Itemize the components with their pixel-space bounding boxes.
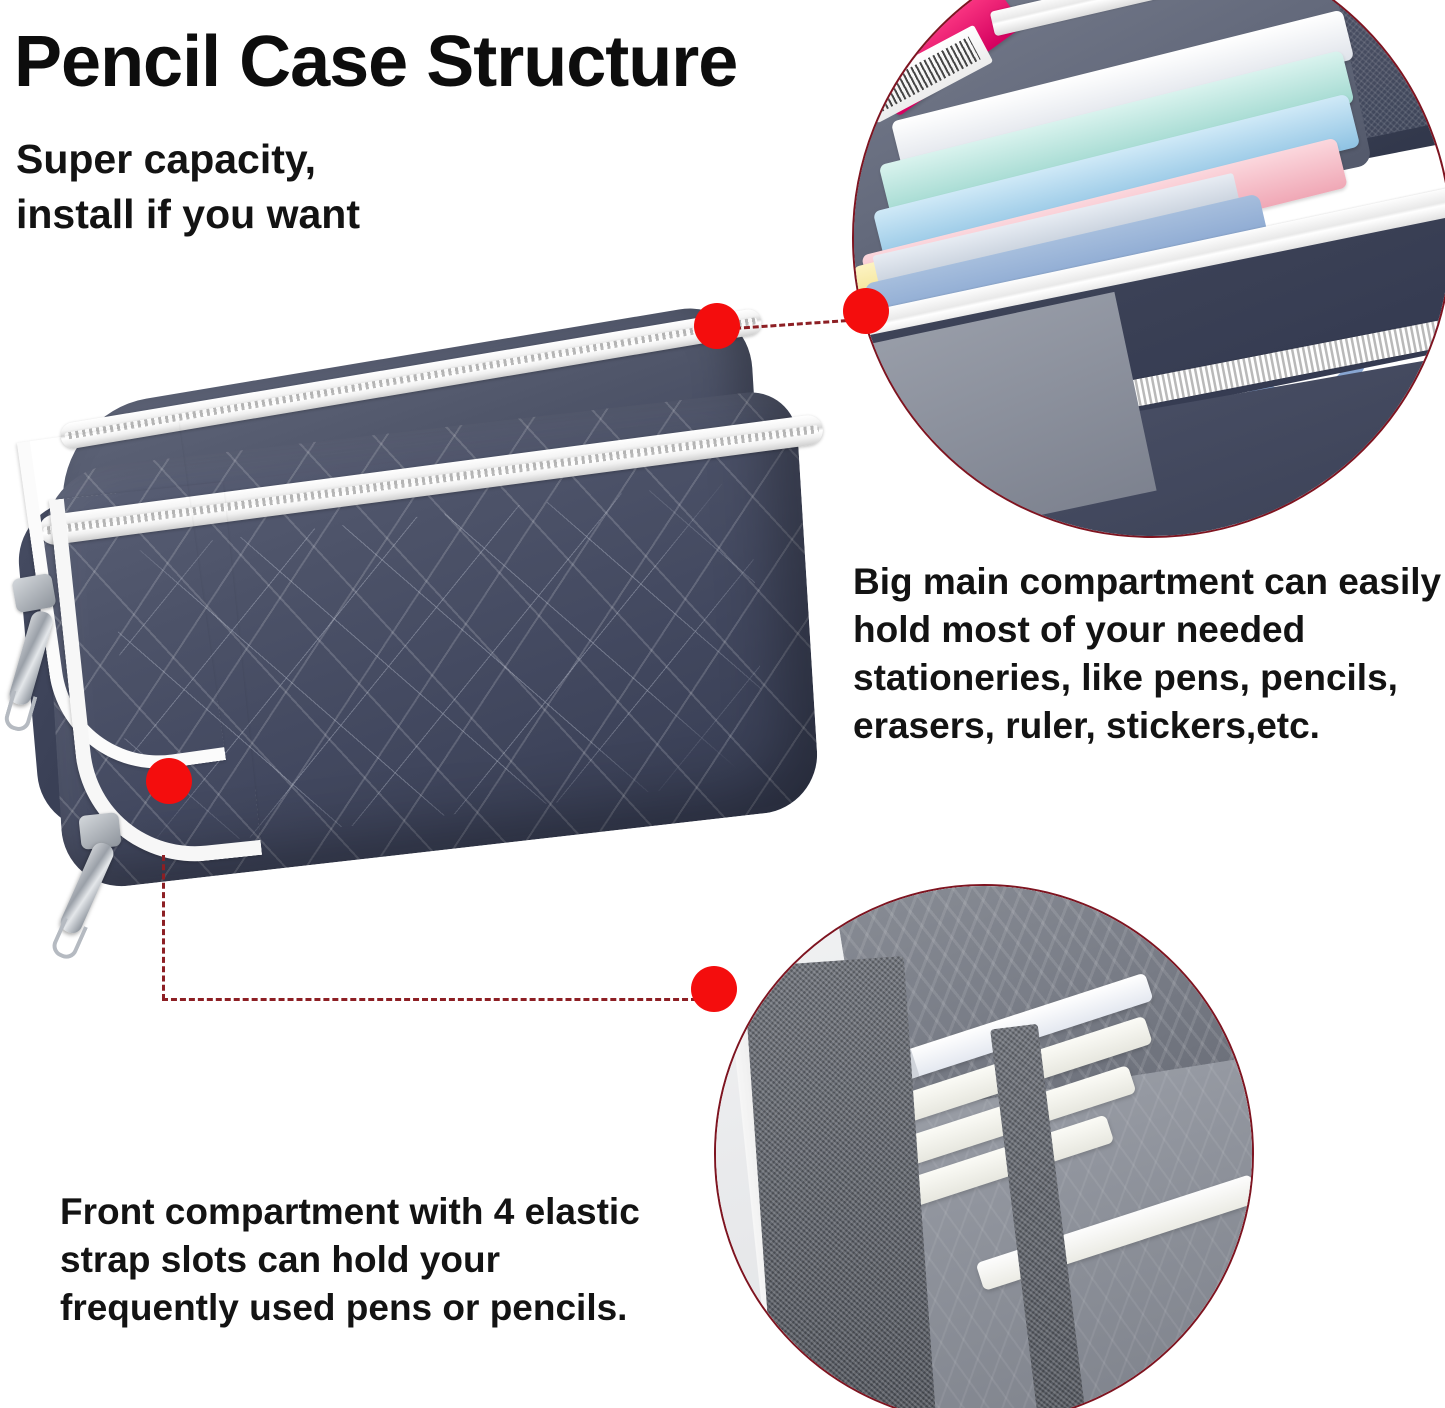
front-compartment-scene: [716, 886, 1252, 1408]
connector-line-horizontal: [162, 998, 697, 1001]
page-subtitle: Super capacity, install if you want: [16, 132, 360, 241]
marker-dot-inset-front: [691, 966, 737, 1012]
main-compartment-inset: TOUCH Soft Head: [852, 0, 1445, 538]
marker-dot-inset-main: [843, 288, 889, 334]
marker-dot-case-front: [146, 758, 192, 804]
subtitle-line-2: install if you want: [16, 190, 360, 237]
zipper-slider-upper: [11, 572, 57, 614]
product-photo-pencil-case: [7, 280, 880, 980]
callout-front-compartment-text: Front compartment with 4 elastic strap s…: [60, 1191, 640, 1329]
marker-dot-case-top: [694, 303, 740, 349]
connector-line-vertical: [162, 855, 165, 1000]
callout-main-compartment-text: Big main compartment can easily hold mos…: [853, 561, 1442, 747]
front-compartment-inset: [714, 884, 1254, 1408]
subtitle-line-1: Super capacity,: [16, 136, 317, 182]
elastic-ruched-edge: [742, 955, 936, 1408]
main-compartment-scene: TOUCH Soft Head: [854, 0, 1445, 536]
page-title: Pencil Case Structure: [14, 22, 738, 102]
